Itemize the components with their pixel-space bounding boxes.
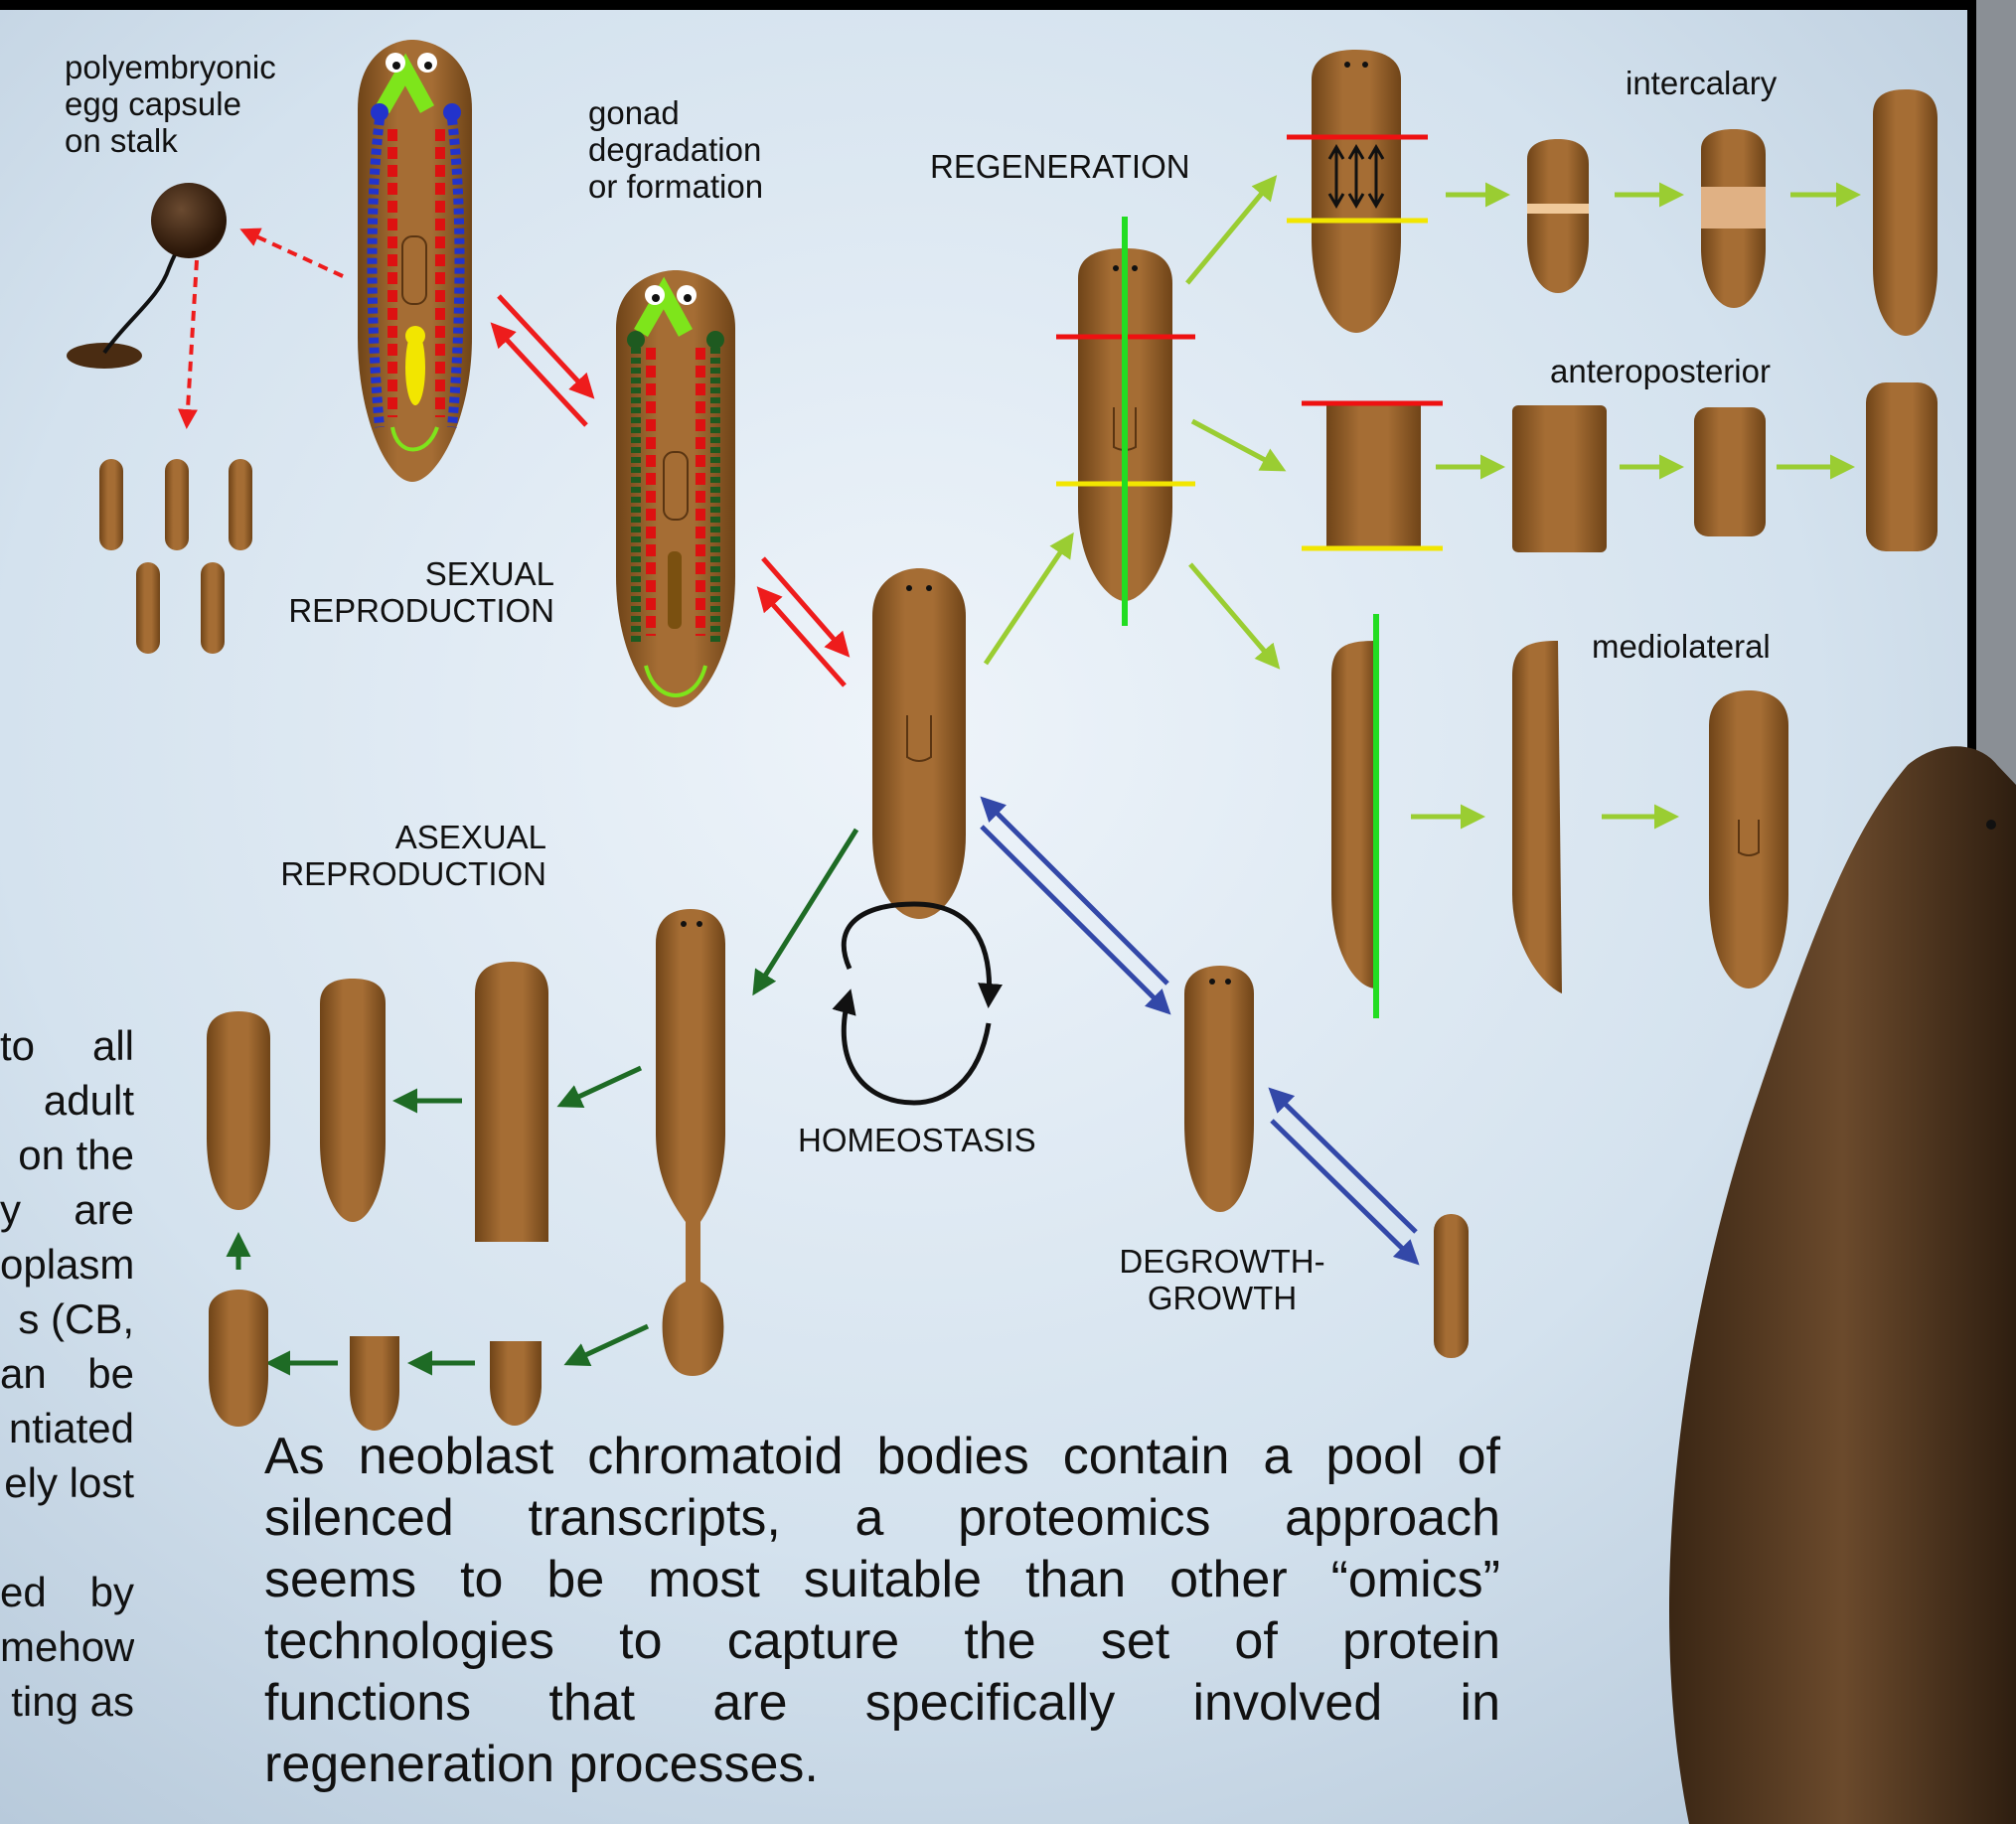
left-text-line bbox=[0, 1510, 134, 1565]
to-intercalary-arrow bbox=[1187, 179, 1274, 283]
fission-arrow-head bbox=[561, 1068, 641, 1105]
left-text-line: an be bbox=[0, 1346, 134, 1401]
body-text-line: silenced transcripts, a proteomics appro… bbox=[264, 1487, 1500, 1549]
to-regeneration-arrow bbox=[986, 536, 1071, 664]
to-asexual-arrow bbox=[755, 830, 856, 991]
regeneration-label: REGENERATION bbox=[930, 149, 1190, 186]
fission-arrow-tail bbox=[568, 1326, 648, 1363]
left-text-line: s (CB, bbox=[0, 1292, 134, 1346]
homeostasis-label: HOMEOSTASIS bbox=[798, 1123, 1036, 1159]
hatchlings bbox=[99, 459, 252, 654]
growth-arrow bbox=[984, 800, 1167, 984]
body-text-line: functions that are specifically involved… bbox=[264, 1672, 1500, 1734]
anteroposterior-label: anteroposterior bbox=[1550, 354, 1771, 390]
intercalary-label: intercalary bbox=[1626, 66, 1777, 102]
mediolateral-label: mediolateral bbox=[1592, 629, 1771, 666]
body-text-line: technologies to capture the set of prote… bbox=[264, 1610, 1500, 1672]
body-text-line: seems to be most suitable than other “om… bbox=[264, 1549, 1500, 1610]
asexual-row-top bbox=[207, 962, 548, 1270]
egg-to-adult-arrow bbox=[243, 230, 343, 276]
left-text-line: to all bbox=[0, 1018, 134, 1073]
degrowth-arrow bbox=[982, 827, 1167, 1011]
egg-to-hatchlings-arrow bbox=[187, 260, 197, 425]
sexual-adult-worm bbox=[358, 40, 472, 482]
body-text-line: regeneration processes. bbox=[264, 1734, 1500, 1795]
asexual-row-bottom bbox=[209, 1290, 542, 1431]
anteroposterior-row bbox=[1302, 382, 1938, 552]
body-text-line: As neoblast chromatoid bodies contain a … bbox=[264, 1426, 1500, 1487]
sexual-reproduction-label: SEXUAL REPRODUCTION bbox=[260, 556, 554, 630]
small-worm bbox=[1434, 1214, 1469, 1358]
left-text-line: mehow bbox=[0, 1619, 134, 1674]
growth-arrow-2 bbox=[1272, 1091, 1416, 1232]
left-text-line: ely lost bbox=[0, 1455, 134, 1510]
left-text-line: adult bbox=[0, 1073, 134, 1128]
mediolateral-row bbox=[1331, 614, 1788, 1018]
body-paragraph: As neoblast chromatoid bodies contain a … bbox=[264, 1426, 1500, 1795]
degrowth-arrow-2 bbox=[1272, 1121, 1416, 1262]
cut-worm bbox=[1056, 217, 1195, 626]
fissioning-worm bbox=[656, 909, 725, 1376]
gonad-forming-worm bbox=[616, 270, 735, 707]
egg-capsule bbox=[67, 183, 227, 369]
intercalary-row bbox=[1287, 50, 1938, 336]
egg-capsule-label: polyembryonic egg capsule on stalk bbox=[65, 50, 276, 160]
asexual-reproduction-label: ASEXUAL REPRODUCTION bbox=[260, 820, 546, 893]
to-mediolateral-arrow bbox=[1190, 564, 1277, 666]
planarian-photo-eye bbox=[1986, 820, 1996, 830]
left-text-line: on the bbox=[0, 1128, 134, 1182]
left-text-line: ed by bbox=[0, 1565, 134, 1619]
left-text-fragment: to all adult on the y are oplasm s (CB, … bbox=[0, 1018, 134, 1729]
left-text-line: ting as bbox=[0, 1674, 134, 1729]
gonad-label: gonad degradation or formation bbox=[588, 95, 763, 206]
medium-worm bbox=[1184, 966, 1254, 1212]
left-text-line: ntiated bbox=[0, 1401, 134, 1455]
degrowth-growth-label: DEGROWTH- GROWTH bbox=[1083, 1244, 1361, 1317]
homeostasis-loop bbox=[844, 904, 989, 1103]
left-text-line: oplasm bbox=[0, 1237, 134, 1292]
to-anteroposterior-arrow bbox=[1192, 421, 1282, 469]
central-worm bbox=[872, 568, 966, 919]
left-text-line: y are bbox=[0, 1182, 134, 1237]
